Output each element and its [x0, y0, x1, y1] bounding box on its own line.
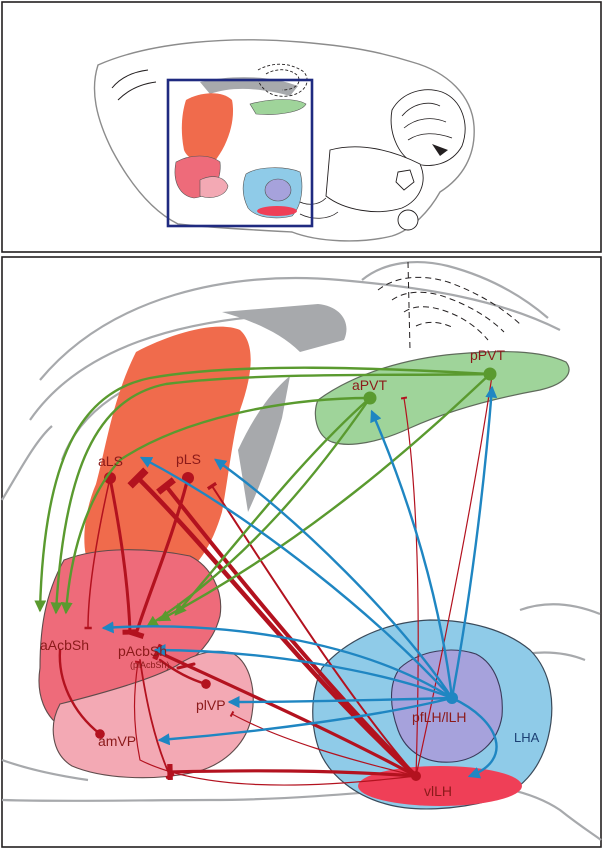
circuit-panel: aLS pLS aPVT pPVT aAcbSh pAcbSh (plAcbSh… [1, 256, 602, 848]
apvt-soma-icon [363, 391, 377, 405]
pflh-soma-icon [446, 692, 458, 704]
label-vllh: vlLH [424, 783, 452, 799]
label-amvp: amVP [98, 733, 136, 749]
overview-pvt-region [249, 99, 307, 115]
overview-frame [1, 1, 602, 253]
overview-ls-region [181, 93, 234, 164]
ppvt-soma-icon [483, 367, 497, 381]
lateral-septum-region [84, 326, 251, 585]
overview-pflh-region [264, 178, 292, 202]
label-aacbsh: aAcbSh [40, 637, 89, 653]
overview-vp-region [199, 176, 229, 198]
pflh-region [391, 649, 503, 763]
label-placbsh: (plAcbSh) [130, 660, 170, 670]
zoom-inset-box [166, 78, 314, 228]
brain-outline-detail [1, 260, 602, 841]
vllh-soma-icon [411, 771, 421, 781]
label-pls: pLS [176, 451, 201, 467]
label-apvt: aPVT [352, 377, 387, 393]
label-plvp: plVP [196, 697, 226, 713]
blue-projections [101, 385, 498, 779]
circuit-frame [1, 256, 602, 848]
label-lha: LHA [514, 730, 540, 745]
label-pacbsh: pAcbSh [118, 643, 167, 659]
overview-vllh-region [257, 206, 297, 216]
red-projections [58, 374, 496, 786]
label-als: aLS [98, 453, 123, 469]
label-pflh: pfLH/lLH [412, 709, 466, 725]
overview-panel [1, 1, 602, 253]
label-ppvt: pPVT [470, 347, 505, 363]
